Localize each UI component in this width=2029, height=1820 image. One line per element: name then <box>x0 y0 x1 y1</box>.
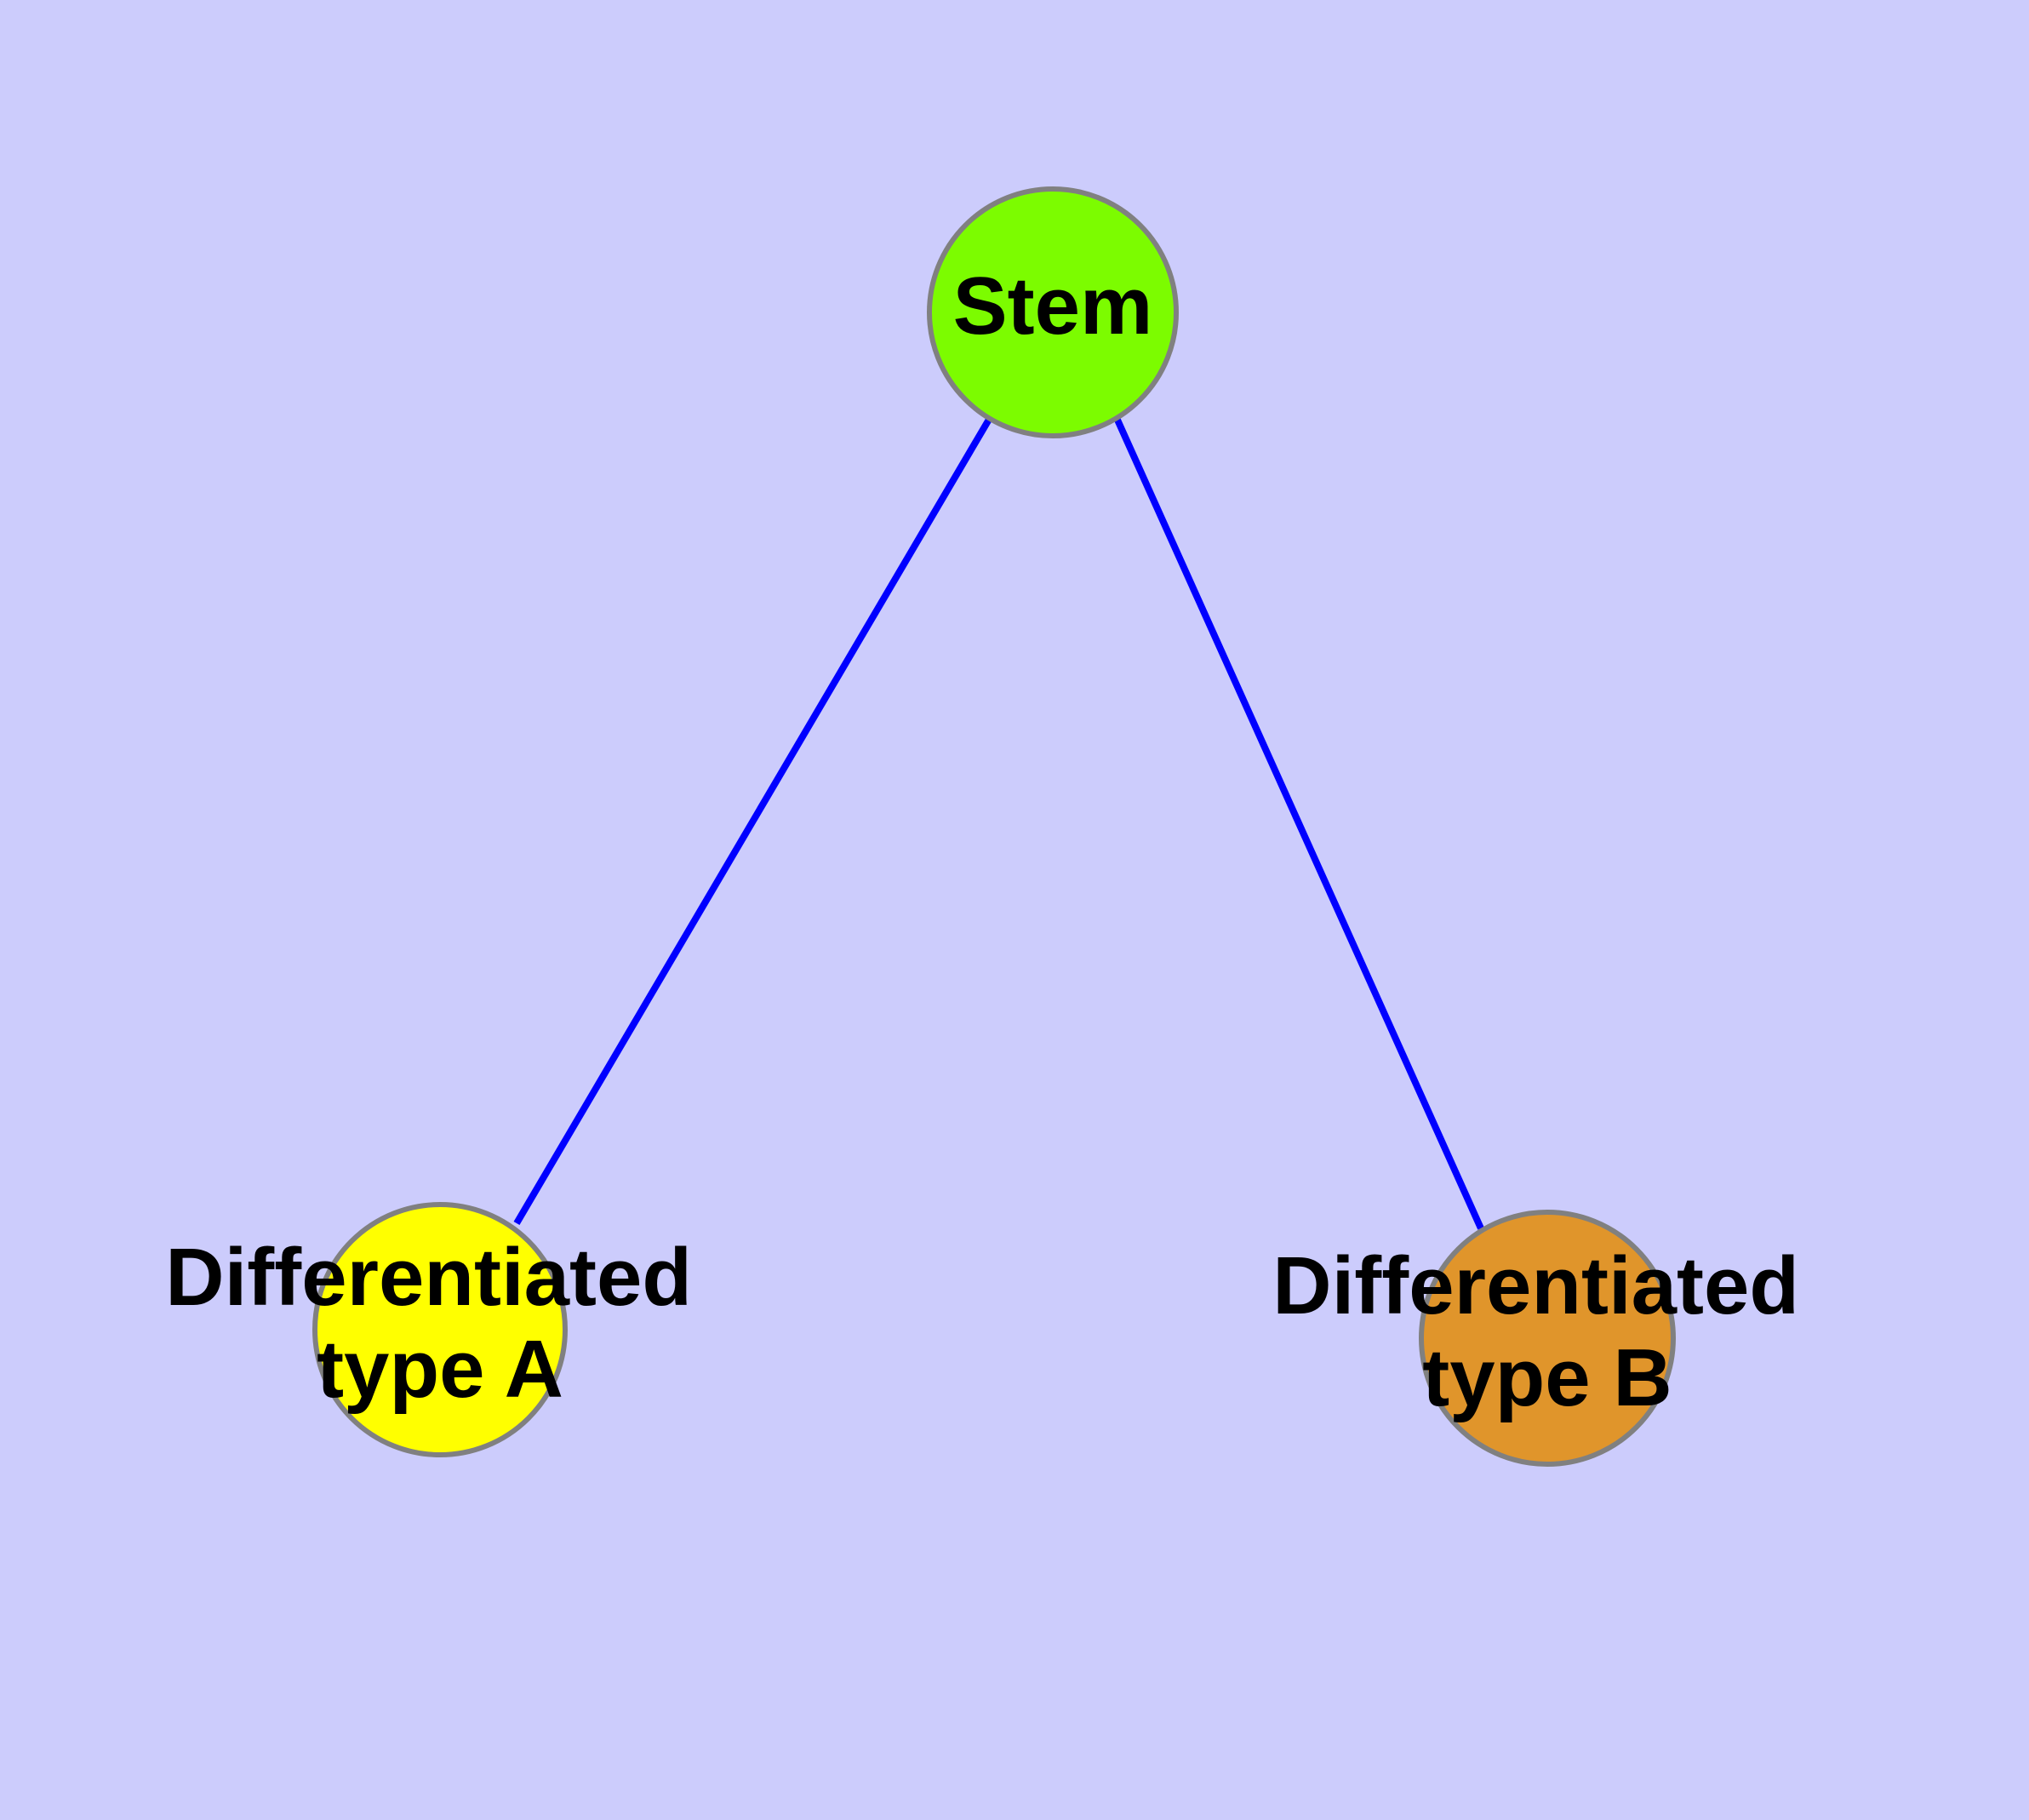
node-diff-b[interactable]: Differentiated type B <box>1272 1210 1821 1467</box>
node-diff-a[interactable]: Differentiated type A <box>165 1202 714 1457</box>
edge-stem-to-diff-b[interactable] <box>1113 416 1484 1230</box>
node-stem[interactable]: Stem <box>927 186 1179 438</box>
node-diff-a-circle[interactable] <box>312 1202 568 1457</box>
node-diff-b-circle[interactable] <box>1419 1210 1676 1467</box>
node-layer: Stem Differentiated type A Differentiate… <box>165 186 1821 1467</box>
node-diff-b-label-line1: Differentiated <box>1272 1241 1799 1332</box>
node-stem-label: Stem <box>953 260 1153 352</box>
node-diff-a-label: Differentiated type A <box>165 1233 714 1416</box>
node-diff-b-label: Differentiated type B <box>1272 1241 1821 1424</box>
node-diff-a-label-line1: Differentiated <box>165 1233 692 1324</box>
edge-layer <box>513 415 1484 1230</box>
node-diff-b-label-line2: type B <box>1422 1332 1672 1423</box>
node-stem-label-line1: Stem <box>953 260 1153 352</box>
edge-stem-to-diff-a[interactable] <box>513 415 993 1226</box>
node-stem-circle[interactable] <box>927 186 1179 438</box>
node-diff-a-label-line2: type A <box>317 1324 563 1415</box>
